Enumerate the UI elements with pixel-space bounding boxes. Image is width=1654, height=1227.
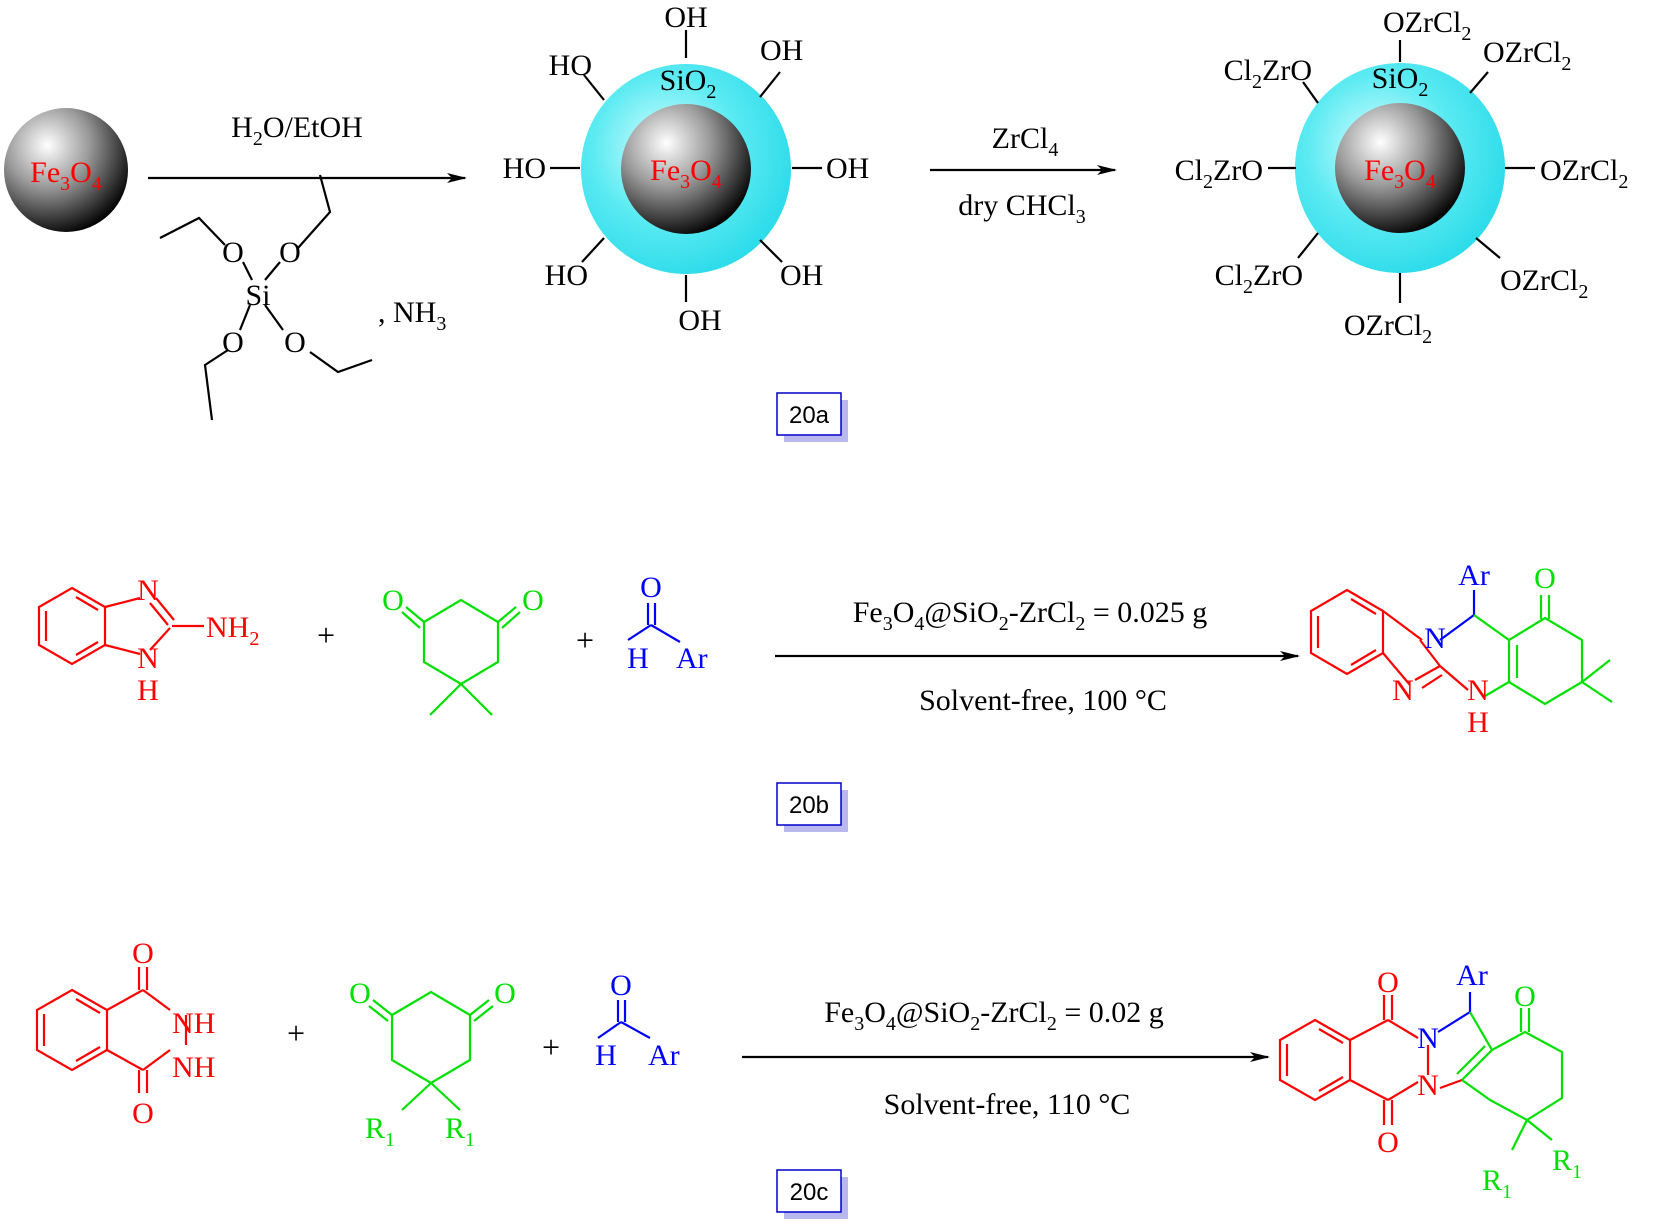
aldehyde-h: H [627,642,649,675]
fe3o4-sio2-particle: Fe3O4 SiO2 OH HO OH HO OH HO OH OH [503,1,870,337]
product-c-r1-right: R1 [1552,1144,1582,1183]
ho-left: HO [503,152,546,185]
aminobenzimidazole: N N H NH2 [37,574,259,707]
dione-r1-left: R1 [365,1112,395,1151]
o-left: O [382,584,404,617]
aldehyde-c-o: O [610,969,632,1002]
ozrcl2-top: OZrCl2 [1383,6,1471,45]
sio2-label-2: SiO2 [1372,62,1429,101]
phthal-o-bottom: O [132,1097,154,1130]
condition-b-top: Fe3O4@SiO2-ZrCl2 = 0.025 g [853,596,1208,635]
ho-upper-left: HO [549,49,592,82]
product-b-n-left: N [1392,674,1414,707]
arrow1-condition: H2O/EtOH [231,111,363,150]
nh3-label: , NH3 [378,296,446,335]
svg-text:20c: 20c [790,1179,829,1206]
plus-3: + [287,1015,305,1051]
ozrcl2-upper-right: OZrCl2 [1483,36,1571,75]
dione-r1-right: R1 [445,1112,475,1151]
product-c: O O N N Ar O R1 R1 [1278,959,1582,1203]
oh-right: OH [826,152,869,185]
product-c-n-bottom: N [1417,1069,1439,1102]
fe3o4-label: Fe3O4 [30,156,102,195]
product-c-ar: Ar [1456,959,1488,992]
aldehyde-c-h: H [595,1039,617,1072]
teos-o-2: O [279,236,301,269]
teos-structure: O O Si O O [159,174,373,421]
phthal-nh-1: NH [172,1007,215,1040]
scheme-label-20b: 20b [776,782,848,832]
ozrcl2-bottom: OZrCl2 [1344,309,1432,348]
condition-c-bottom: Solvent-free, 110 °C [884,1088,1131,1121]
o-right: O [522,584,544,617]
product-b: N N N H Ar O [1309,559,1613,739]
fe3o4-sio2-zrcl2-particle: Fe3O4 SiO2 OZrCl2 Cl2ZrO OZrCl2 Cl2ZrO O… [1175,6,1629,348]
scheme-label-20c: 20c [776,1169,848,1219]
n-upper: N [137,574,159,607]
ho-lower-left: HO [545,259,588,292]
svg-text:20b: 20b [789,792,829,819]
fe3o4-particle: Fe3O4 [4,108,128,232]
arrow2-bottom: dry CHCl3 [958,189,1086,228]
plus-1: + [317,617,335,653]
h-lower: H [137,674,159,707]
condition-b-bottom: Solvent-free, 100 °C [919,684,1167,717]
aldehyde-c-ar: Ar [648,1039,680,1072]
ozrcl2-lower-right: OZrCl2 [1500,264,1588,303]
product-b-n-top: N [1424,622,1446,655]
product-b-n-right: N [1467,674,1489,707]
teos-o-4: O [284,326,306,359]
scheme-c: O O NH NH + O O R1 R1 + O H [35,937,1582,1219]
svg-text:20a: 20a [789,402,830,429]
aldehyde-b: O H Ar [627,571,708,675]
oh-bottom: OH [678,304,721,337]
product-c-n-top: N [1417,1022,1439,1055]
product-c-o-bottom: O [1377,1126,1399,1159]
ozrcl2-right: OZrCl2 [1540,154,1628,193]
phthal-o-top: O [132,937,154,970]
n-lower: N [137,642,159,675]
product-b-o: O [1534,562,1556,595]
dimedone: O O [382,584,544,716]
scheme-label-20a: 20a [776,392,848,442]
teos-o-1: O [222,236,244,269]
product-c-r1-left: R1 [1482,1164,1512,1203]
product-b-ar: Ar [1458,559,1490,592]
clzro-upper-left: Cl2ZrO [1224,54,1312,93]
core-label-3: Fe3O4 [1364,154,1436,193]
product-b-h: H [1467,706,1489,739]
teos-o-3: O [222,326,244,359]
oh-lower-right: OH [780,259,823,292]
product-c-o-top: O [1377,966,1399,999]
core-label-2: Fe3O4 [650,154,722,193]
oh-upper-right: OH [760,34,803,67]
dione-o-left: O [349,977,371,1010]
scheme-b: N N H NH2 + O O + O H Ar [37,559,1613,832]
arrow2-top: ZrCl4 [992,122,1059,161]
plus-2: + [576,622,594,658]
aldehyde-ar: Ar [676,642,708,675]
oh-top: OH [664,1,707,34]
cyclohexanedione: O O R1 R1 [349,977,516,1151]
nh2-label: NH2 [206,611,259,650]
scheme-a: Fe3O4 H2O/EtOH O O Si O O , NH3 Fe3O4 [4,1,1628,442]
phthalhydrazide: O O NH NH [35,937,215,1130]
aldehyde-o: O [640,571,662,604]
clzro-lower-left: Cl2ZrO [1215,259,1303,298]
teos-si: Si [245,279,270,312]
dione-o-right: O [494,977,516,1010]
aldehyde-c: O H Ar [595,969,680,1072]
clzro-left: Cl2ZrO [1175,154,1263,193]
phthal-nh-2: NH [172,1051,215,1084]
plus-4: + [542,1029,560,1065]
condition-c-top: Fe3O4@SiO2-ZrCl2 = 0.02 g [824,996,1164,1035]
sio2-label: SiO2 [660,64,717,103]
product-c-o-green: O [1514,980,1536,1013]
